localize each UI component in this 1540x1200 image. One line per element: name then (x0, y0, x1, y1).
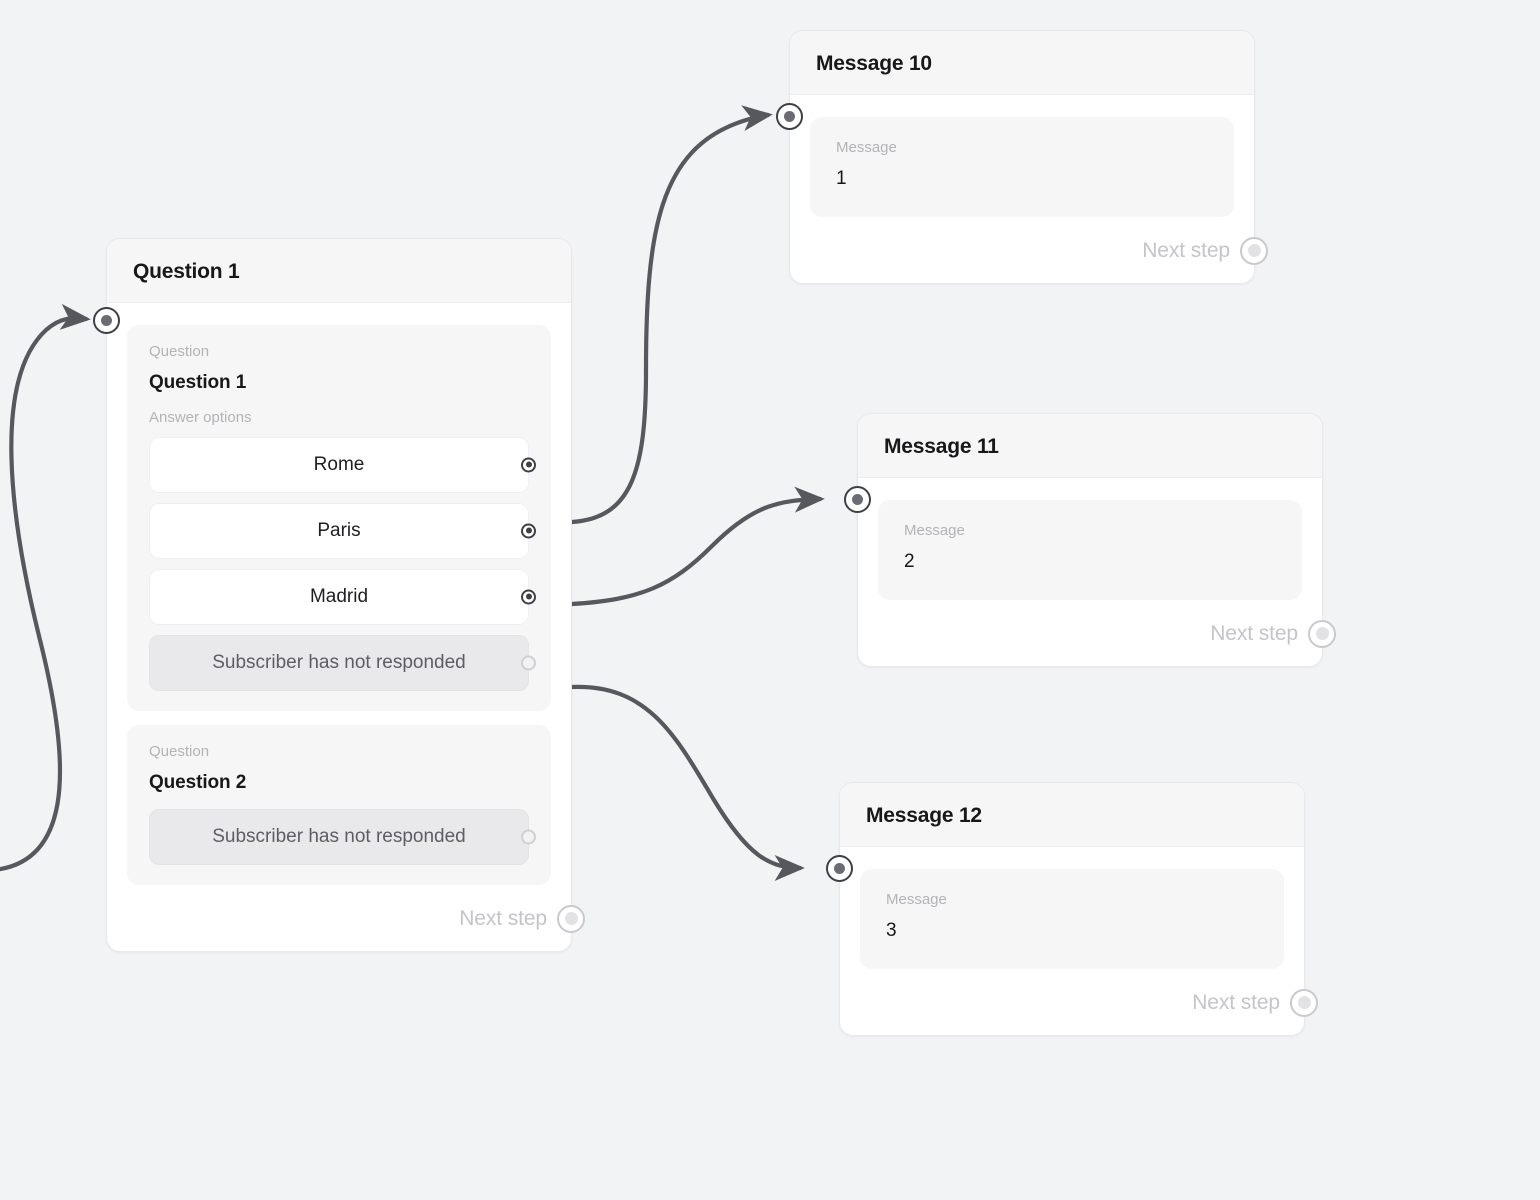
answer-options-label: Answer options (149, 408, 252, 426)
edge-incoming-question-1 (0, 303, 91, 872)
answer-option-port-no-response[interactable] (521, 655, 536, 671)
message-field[interactable]: Message 3 (860, 869, 1284, 969)
message-field-label: Message (886, 891, 947, 908)
input-port-message-12[interactable] (826, 855, 853, 882)
next-step-question-1[interactable]: Next step (127, 904, 585, 933)
edge-madrid-to-message-12 (569, 684, 805, 881)
answer-option-label: Paris (149, 502, 529, 559)
next-step-message-10[interactable]: Next step (810, 236, 1268, 265)
message-field[interactable]: Message 1 (810, 117, 1234, 217)
node-message-12[interactable]: Message 12 Message 3 Next step (826, 782, 1318, 1036)
node-body-message-12: Message 3 Next step (840, 847, 1318, 1035)
answer-option-port-madrid[interactable] (521, 589, 536, 605)
next-step-message-12[interactable]: Next step (860, 988, 1318, 1017)
node-body-message-11: Message 2 Next step (858, 478, 1336, 666)
next-step-label: Next step (1192, 990, 1280, 1014)
message-field-value: 3 (886, 920, 897, 941)
answer-option-port-no-response[interactable] (521, 829, 536, 844)
answer-option-label: Subscriber has not responded (149, 808, 529, 865)
node-body-message-10: Message 1 Next step (790, 95, 1268, 283)
next-step-port[interactable] (557, 904, 585, 933)
next-step-port[interactable] (1290, 988, 1318, 1017)
question-label: Question (149, 742, 210, 760)
next-step-label: Next step (459, 906, 547, 930)
node-header-message-12: Message 12 (840, 783, 1304, 847)
input-port-question-1[interactable] (93, 307, 120, 334)
answer-option-label: Subscriber has not responded (149, 634, 529, 691)
message-field-value: 1 (836, 168, 847, 189)
next-step-port[interactable] (1240, 236, 1268, 265)
node-message-10[interactable]: Message 10 Message 1 Next step (776, 30, 1268, 284)
next-step-label: Next step (1142, 238, 1230, 262)
node-header-message-11: Message 11 (858, 414, 1322, 478)
input-port-message-11[interactable] (844, 486, 871, 513)
message-field-label: Message (836, 139, 897, 156)
edge-rome-to-message-10 (569, 105, 773, 525)
node-title: Message 12 (866, 804, 982, 827)
message-field[interactable]: Message 2 (878, 500, 1302, 600)
input-port-message-10[interactable] (776, 103, 803, 130)
answer-option-label: Madrid (149, 568, 529, 625)
node-body-question-1: Question Question 1 Answer options Rome … (107, 303, 585, 951)
node-title: Message 11 (884, 435, 999, 458)
answer-option-row[interactable]: Madrid (149, 568, 536, 625)
question-label: Question (149, 343, 210, 360)
message-field-label: Message (904, 522, 965, 539)
edge-paris-to-message-11 (569, 486, 825, 607)
next-step-port[interactable] (1308, 619, 1336, 648)
node-title: Question 1 (133, 260, 240, 283)
next-step-label: Next step (1210, 621, 1298, 645)
answer-option-label: Rome (149, 436, 529, 493)
answer-option-row[interactable]: Paris (149, 502, 536, 559)
next-step-message-11[interactable]: Next step (878, 619, 1336, 648)
question-value: Question 2 (149, 771, 247, 793)
node-header-message-10: Message 10 (790, 31, 1254, 95)
answer-option-port-rome[interactable] (521, 457, 536, 473)
answer-option-row-no-response[interactable]: Subscriber has not responded (149, 808, 536, 865)
question-section-2: Question Question 2 Subscriber has not r… (127, 724, 551, 885)
message-field-value: 2 (904, 551, 915, 572)
answer-option-row[interactable]: Rome (149, 436, 536, 493)
node-message-11[interactable]: Message 11 Message 2 Next step (844, 413, 1336, 667)
node-header-question-1: Question 1 (107, 239, 571, 303)
question-section-1: Question Question 1 Answer options Rome … (127, 325, 551, 711)
answer-option-row-no-response[interactable]: Subscriber has not responded (149, 634, 536, 691)
node-question-1[interactable]: Question 1 Question Question 1 Answer op… (93, 238, 585, 952)
answer-option-port-paris[interactable] (521, 523, 536, 539)
question-value: Question 1 (149, 372, 247, 393)
node-title: Message 10 (816, 52, 932, 75)
